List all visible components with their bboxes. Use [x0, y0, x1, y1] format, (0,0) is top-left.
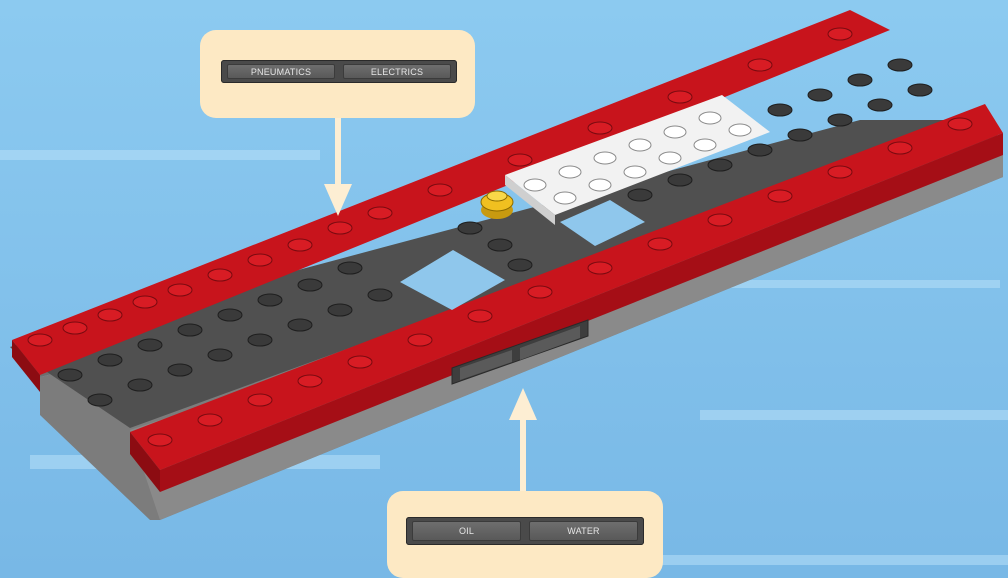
electrics-tile: ELECTRICS — [343, 64, 451, 79]
callout-tile-strip: PNEUMATICS ELECTRICS — [221, 60, 457, 83]
yellow-stud — [481, 191, 513, 219]
water-tile: WATER — [529, 521, 638, 541]
pneumatics-tile: PNEUMATICS — [227, 64, 335, 79]
pneumatics-electrics-callout: PNEUMATICS ELECTRICS — [200, 30, 475, 118]
oil-tile: OIL — [412, 521, 521, 541]
callout-tile-strip: OIL WATER — [406, 517, 644, 545]
oil-water-callout: OIL WATER — [387, 491, 663, 578]
